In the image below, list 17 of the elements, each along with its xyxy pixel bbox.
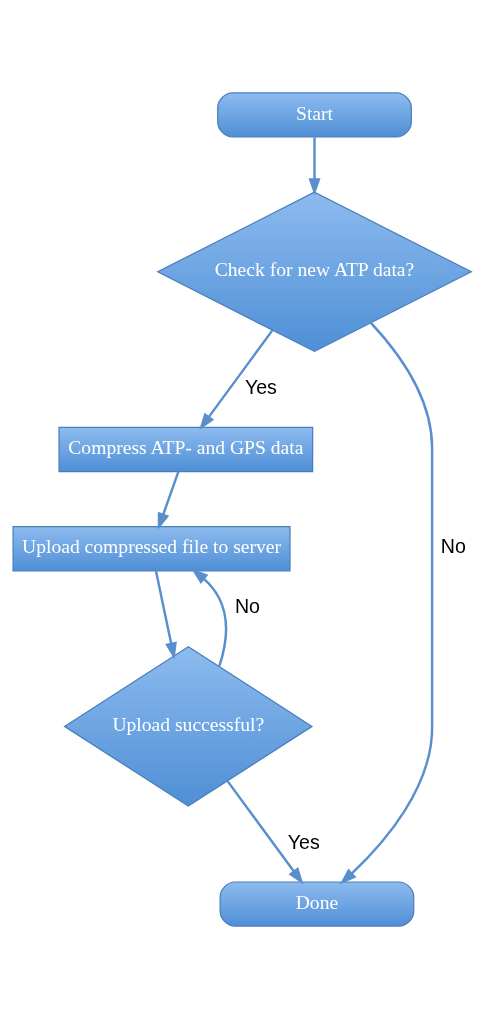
arrow	[339, 322, 434, 885]
arrow	[191, 568, 228, 667]
node-diamond: Check for new ATP data?	[156, 191, 473, 353]
arrow	[199, 329, 274, 431]
arrow	[308, 137, 321, 196]
edge-label: Yes	[244, 376, 277, 399]
arrow	[226, 780, 304, 885]
edge-label: No	[234, 595, 260, 618]
arrow	[154, 570, 177, 660]
node-box: Compress ATP- and GPS data	[58, 426, 314, 473]
node-box: Upload compressed file to server	[12, 526, 291, 572]
node-diamond: Upload successful?	[63, 646, 314, 807]
arrow	[157, 471, 180, 530]
node-box: Done	[219, 881, 415, 927]
edge-label: No	[440, 535, 466, 558]
node-box: Start	[217, 92, 412, 138]
edge-label: Yes	[287, 830, 320, 853]
